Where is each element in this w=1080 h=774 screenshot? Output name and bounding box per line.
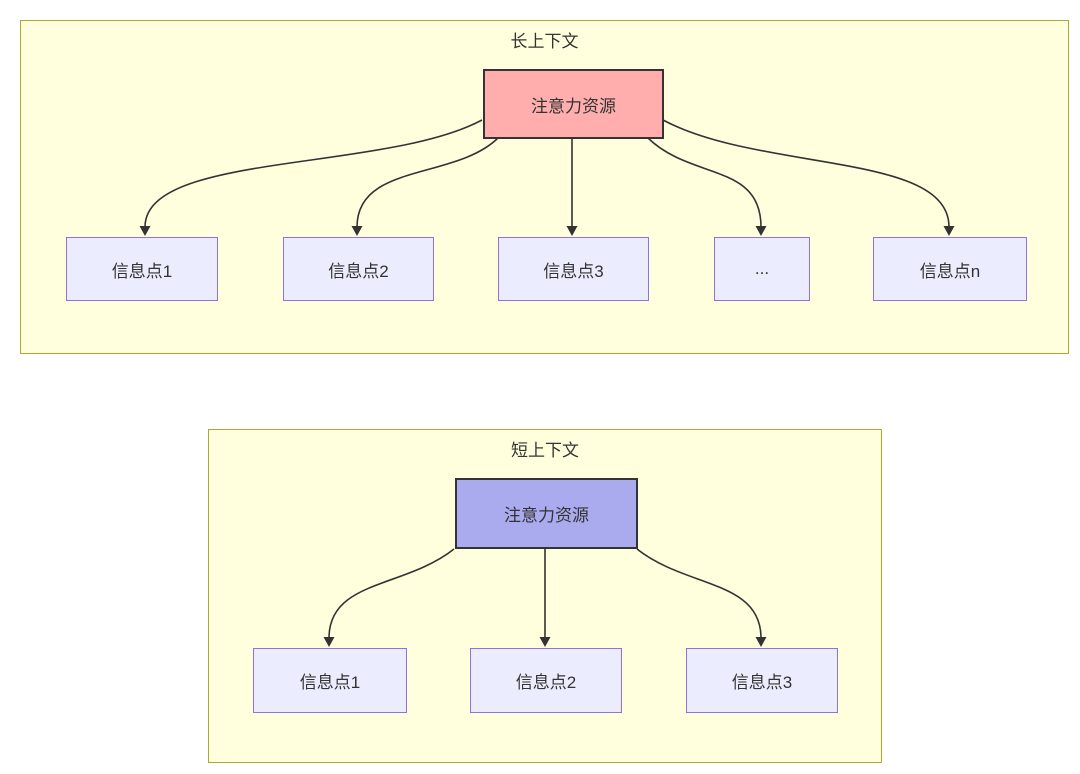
node-info-point-3-short: 信息点3: [686, 648, 838, 713]
node-info-point-1-short: 信息点1: [253, 648, 407, 713]
node-info-point-2-short: 信息点2: [470, 648, 622, 713]
cluster-short-context: 短上下文 注意力资源 信息点1 信息点2 信息点3: [208, 429, 882, 763]
cluster-long-title: 长上下文: [510, 32, 579, 51]
node-info-point-1-long: 信息点1: [66, 237, 218, 301]
node-info-point-ellipsis-long: ...: [714, 237, 810, 301]
node-info-point-3-long: 信息点3: [498, 237, 649, 301]
node-info-point-2-long: 信息点2: [283, 237, 434, 301]
cluster-short-title: 短上下文: [511, 441, 579, 460]
node-attention-resource-short: 注意力资源: [455, 478, 638, 549]
cluster-long-context: 长上下文 注意力资源 信息点1 信息点2 信息点3 ... 信息点n: [20, 20, 1069, 354]
node-info-point-n-long: 信息点n: [873, 237, 1027, 301]
node-attention-resource-long: 注意力资源: [483, 69, 664, 139]
